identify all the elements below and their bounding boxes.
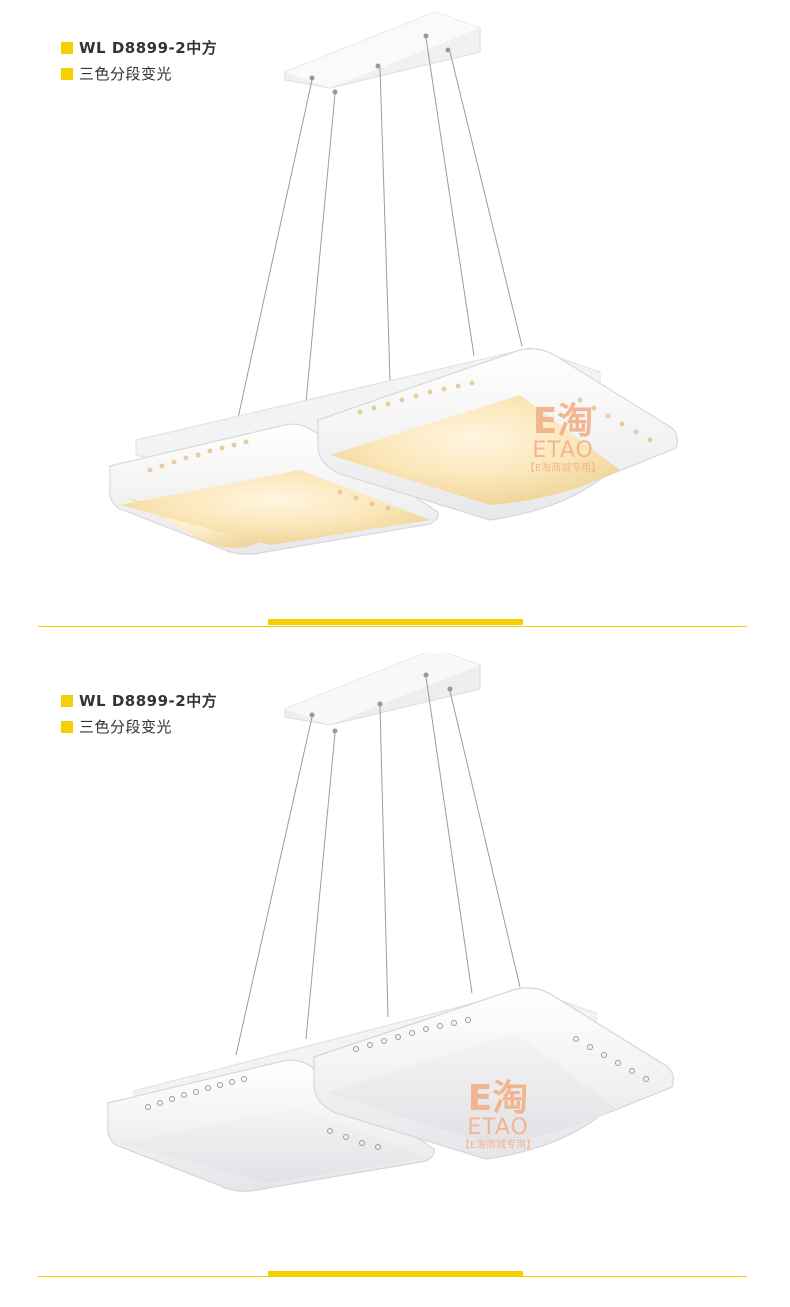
pendant-lamp-lit-image <box>109 11 678 555</box>
feature-label: 三色分段变光 <box>79 65 173 83</box>
feature-label-row: 三色分段变光 <box>61 716 172 737</box>
feature-label-row: 三色分段变光 <box>61 63 172 84</box>
pendant-lamp-unlit-image <box>107 653 674 1192</box>
yellow-square-icon <box>61 694 73 707</box>
model-label: WL D8899-2中方 <box>79 39 218 57</box>
model-label: WL D8899-2中方 <box>79 692 218 710</box>
etao-logo-text: E淘 <box>532 401 594 442</box>
etao-watermark: E淘 ETAO 【E淘商城专用】 <box>508 404 618 476</box>
section-divider-accent <box>268 1271 523 1277</box>
etao-watermark: E淘 ETAO 【E淘商城专用】 <box>443 1081 553 1153</box>
etao-tagline: 【E淘商城专用】 <box>524 463 602 474</box>
etao-brand-name: ETAO <box>467 1115 529 1140</box>
product-section-lit: E淘 ETAO 【E淘商城专用】 WL D8899-2中方 三色分段变光 <box>0 0 790 653</box>
section-divider-line <box>38 626 747 627</box>
etao-brand-name: ETAO <box>532 438 594 463</box>
yellow-square-icon <box>61 720 73 733</box>
etao-logo-text: E淘 <box>467 1078 529 1119</box>
etao-tagline: 【E淘商城专用】 <box>459 1140 537 1151</box>
model-label-row: WL D8899-2中方 <box>61 690 217 711</box>
product-section-unlit: E淘 ETAO 【E淘商城专用】 WL D8899-2中方 三色分段变光 <box>0 653 790 1306</box>
section-divider-accent <box>268 619 523 625</box>
feature-label: 三色分段变光 <box>79 718 173 736</box>
model-label-row: WL D8899-2中方 <box>61 37 217 58</box>
yellow-square-icon <box>61 41 73 54</box>
yellow-square-icon <box>61 67 73 80</box>
